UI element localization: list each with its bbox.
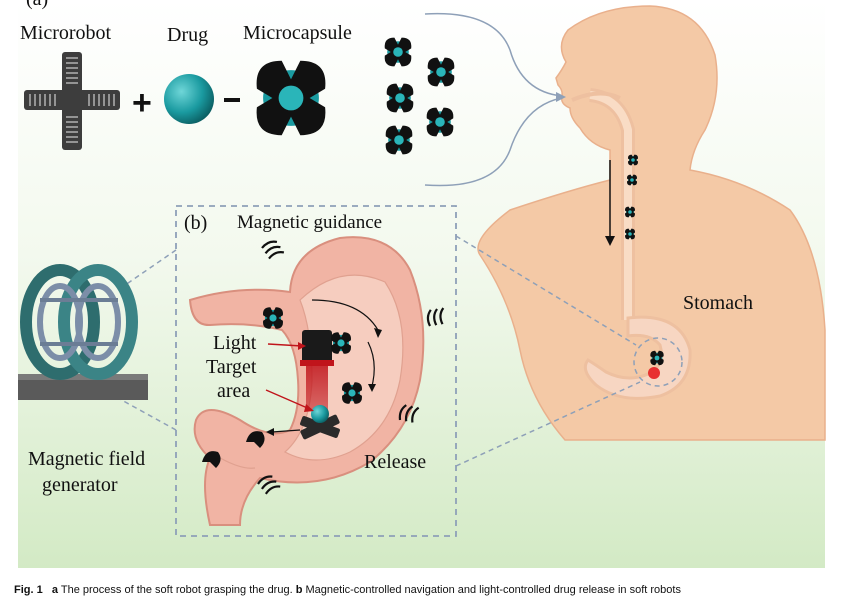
light-label: Light bbox=[213, 332, 257, 354]
caption-b-text: Magnetic-controlled navigation and light… bbox=[305, 584, 681, 596]
target-area-label-line1: Target bbox=[206, 356, 257, 378]
caption-a-text: The process of the soft robot grasping t… bbox=[60, 584, 293, 596]
release-label: Release bbox=[364, 451, 427, 473]
human-body-silhouette bbox=[477, 5, 826, 441]
drug-sphere-icon bbox=[164, 74, 214, 124]
target-area-label-line2: area bbox=[217, 380, 251, 402]
caption-a-letter: a bbox=[51, 584, 59, 596]
plus-symbol: + bbox=[132, 84, 152, 122]
panel-a-label: (a) bbox=[26, 0, 48, 10]
microcapsule-icon bbox=[256, 60, 326, 136]
microrobot-label: Microrobot bbox=[20, 22, 112, 44]
panel-b-label: (b) bbox=[184, 212, 208, 234]
microrobot-icon bbox=[24, 52, 120, 150]
stomach-label: Stomach bbox=[683, 292, 753, 314]
panel-b-frame bbox=[175, 205, 457, 537]
magnetic-field-label-line2: generator bbox=[42, 474, 118, 496]
caption-fig-label: Fig. 1 bbox=[14, 584, 43, 596]
caption-b-letter: b bbox=[295, 584, 303, 596]
ingestion-curves bbox=[424, 12, 566, 187]
magnetic-field-generator-icon bbox=[18, 264, 148, 400]
microcapsule-label: Microcapsule bbox=[243, 22, 352, 44]
magnetic-field-label-line1: Magnetic field bbox=[28, 448, 146, 470]
figure-illustration: + bbox=[18, 0, 826, 568]
magnetic-guidance-label: Magnetic guidance bbox=[237, 212, 383, 233]
stomach-illustration bbox=[188, 236, 425, 526]
drug-label: Drug bbox=[167, 24, 209, 46]
figure-caption: Fig. 1 a The process of the soft robot g… bbox=[14, 584, 829, 596]
